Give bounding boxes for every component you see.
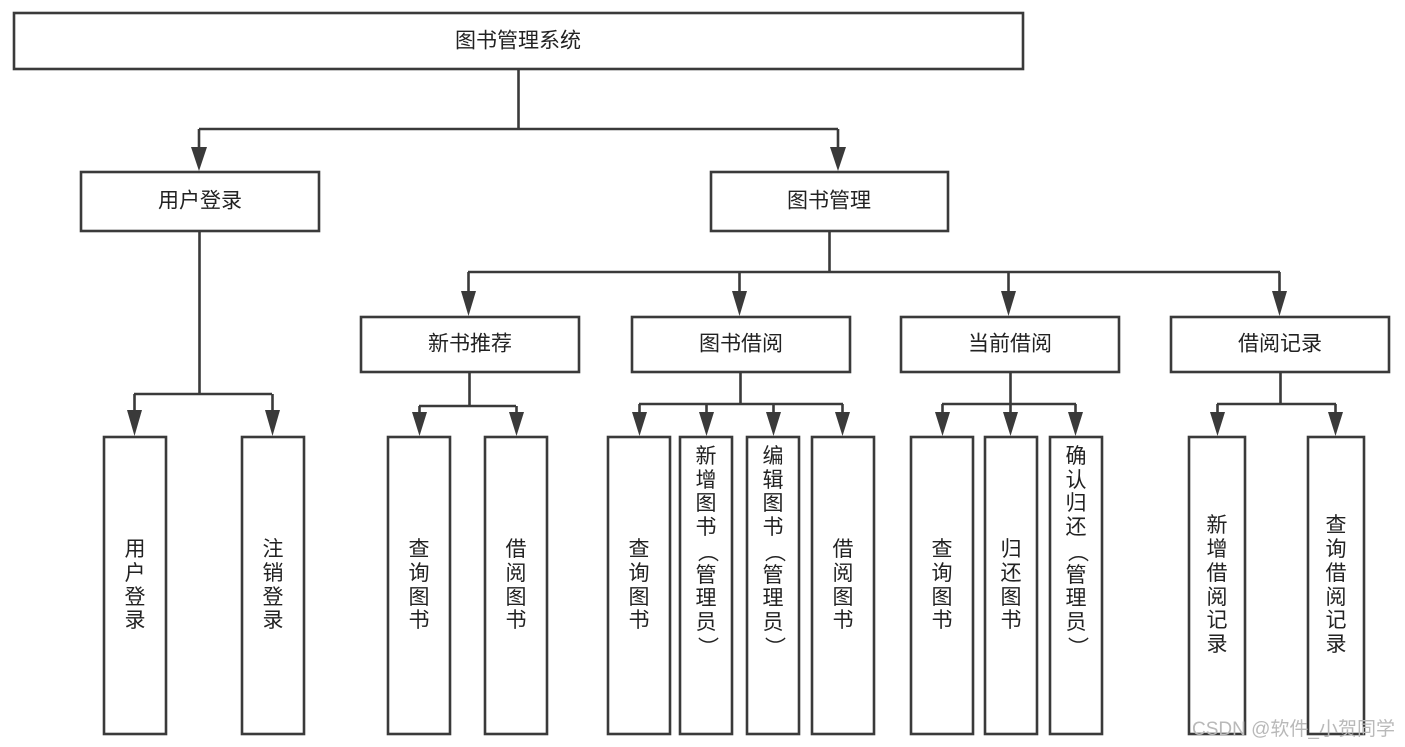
arrowhead-book-borrow xyxy=(732,291,747,316)
node-box-leaf-borrow-book-newrec[interactable] xyxy=(483,435,549,736)
node-box-leaf-query-borrow-record[interactable] xyxy=(1306,435,1366,736)
node-box-leaf-logout[interactable] xyxy=(240,435,306,736)
arrowhead-currentborrow-leaf-1 xyxy=(935,412,950,436)
node-label-current-borrow: 当前借阅 xyxy=(968,333,1052,356)
node-box-leaf-edit-book-admin[interactable] xyxy=(745,435,801,736)
node-box-leaf-confirm-return-admin[interactable] xyxy=(1048,435,1104,736)
arrowhead-newbook-leaf-1 xyxy=(412,412,427,436)
node-box-borrow-record[interactable] xyxy=(1169,315,1391,374)
arrowhead-borrow-record xyxy=(1272,291,1287,316)
arrowhead-leaf-user-login xyxy=(127,410,142,436)
node-box-current-borrow[interactable] xyxy=(899,315,1121,374)
node-box-leaf-borrow-book[interactable] xyxy=(810,435,876,736)
arrowhead-book-manage xyxy=(830,147,846,171)
arrowhead-bookborrow-leaf-3 xyxy=(766,412,781,436)
arrowhead-bookborrow-leaf-1 xyxy=(632,412,647,436)
arrowhead-borrowrecord-leaf-2 xyxy=(1328,412,1343,436)
node-box-leaf-user-login[interactable] xyxy=(102,435,168,736)
arrowhead-current-borrow xyxy=(1001,291,1016,316)
arrowhead-newbook-leaf-2 xyxy=(509,412,524,436)
connector-layer xyxy=(127,69,1343,436)
arrowhead-leaf-logout xyxy=(265,410,280,436)
node-label-root: 图书管理系统 xyxy=(455,30,581,53)
node-box-book-borrow[interactable] xyxy=(630,315,852,374)
node-box-book-manage[interactable] xyxy=(709,170,950,233)
node-box-new-book-recommend[interactable] xyxy=(359,315,581,374)
node-box-leaf-query-book-newrec[interactable] xyxy=(386,435,452,736)
node-box-leaf-query-book-borrow[interactable] xyxy=(606,435,672,736)
node-box-leaf-return-book[interactable] xyxy=(983,435,1039,736)
node-box-leaf-query-book-current[interactable] xyxy=(909,435,975,736)
node-label-new-book-recommend: 新书推荐 xyxy=(428,333,512,356)
node-box-root[interactable] xyxy=(12,11,1025,71)
node-label-borrow-record: 借阅记录 xyxy=(1238,333,1322,356)
node-label-user-login: 用户登录 xyxy=(158,190,242,213)
arrowhead-bookborrow-leaf-4 xyxy=(835,412,850,436)
node-box-user-login[interactable] xyxy=(79,170,321,233)
arrowhead-currentborrow-leaf-2 xyxy=(1003,412,1018,436)
arrowhead-new-book-rec xyxy=(461,291,476,316)
node-layer: 图书管理系统 用户登录 图书管理 新书推荐 图书借阅 当前借阅 借阅记录 xyxy=(12,11,1391,736)
node-label-book-manage: 图书管理 xyxy=(787,190,871,213)
arrowhead-user-login xyxy=(191,147,207,171)
node-label-book-borrow: 图书借阅 xyxy=(699,333,783,356)
arrowhead-borrowrecord-leaf-1 xyxy=(1210,412,1225,436)
arrowhead-bookborrow-leaf-2 xyxy=(699,412,714,436)
node-box-leaf-add-borrow-record[interactable] xyxy=(1187,435,1247,736)
node-box-leaf-add-book-admin[interactable] xyxy=(678,435,734,736)
arrowhead-currentborrow-leaf-3 xyxy=(1068,412,1083,436)
